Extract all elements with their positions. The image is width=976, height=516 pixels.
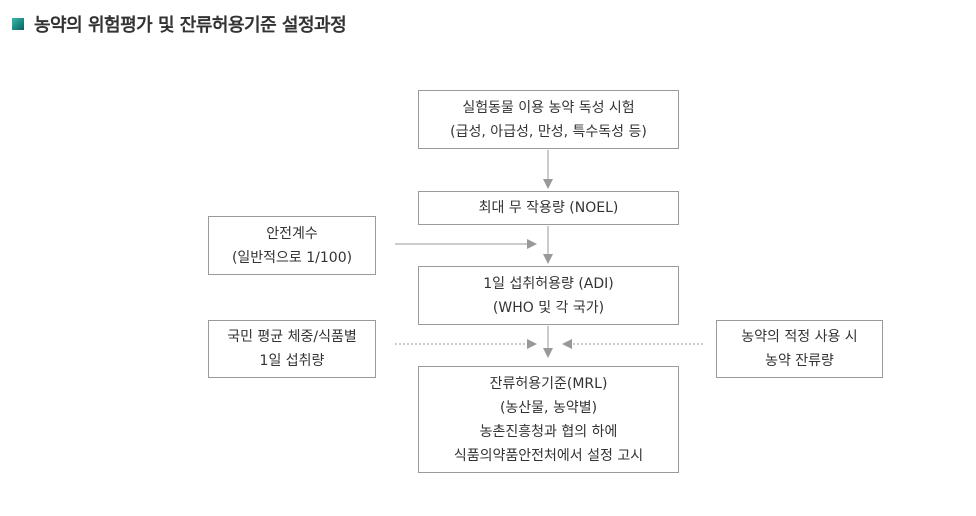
box-mrl: 잔류허용기준(MRL) (농산물, 농약별) 농촌진흥청과 협의 하에 식품의약… bbox=[418, 366, 679, 473]
box-noel: 최대 무 작용량 (NOEL) bbox=[418, 191, 679, 225]
box-line: 최대 무 작용량 (NOEL) bbox=[478, 200, 619, 216]
box-line: (급성, 아급성, 만성, 특수독성 등) bbox=[450, 123, 647, 140]
box-line: 식품의약품안전처에서 설정 고시 bbox=[453, 447, 644, 464]
box-pesticide-residue: 농약의 적정 사용 시 농약 잔류량 bbox=[716, 320, 883, 378]
box-line: 1일 섭취량 bbox=[259, 353, 325, 369]
box-line: (WHO 및 각 국가) bbox=[492, 299, 605, 316]
box-line: 잔류허용기준(MRL) bbox=[489, 375, 608, 392]
box-national-intake: 국민 평균 체중/식품별 1일 섭취량 bbox=[208, 320, 376, 378]
box-line: 농약의 적정 사용 시 bbox=[741, 329, 858, 345]
box-toxicity-test: 실험동물 이용 농약 독성 시험 (급성, 아급성, 만성, 특수독성 등) bbox=[418, 90, 679, 149]
box-line: (일반적으로 1/100) bbox=[231, 249, 353, 266]
box-line: 국민 평균 체중/식품별 bbox=[227, 329, 357, 345]
box-adi: 1일 섭취허용량 (ADI) (WHO 및 각 국가) bbox=[418, 266, 679, 325]
box-line: (농산물, 농약별) bbox=[499, 399, 598, 416]
page-title-text: 농약의 위험평가 및 잔류허용기준 설정과정 bbox=[34, 15, 347, 36]
box-line: 농촌진흥청과 협의 하에 bbox=[479, 423, 618, 440]
box-safety-factor: 안전계수 (일반적으로 1/100) bbox=[208, 216, 376, 275]
box-line: 농약 잔류량 bbox=[765, 353, 834, 369]
page-title: 농약의 위험평가 및 잔류허용기준 설정과정 bbox=[12, 8, 347, 40]
square-bullet-icon bbox=[12, 18, 24, 30]
box-line: 실험동물 이용 농약 독성 시험 bbox=[462, 99, 635, 116]
box-line: 안전계수 bbox=[266, 225, 318, 242]
box-line: 1일 섭취허용량 (ADI) bbox=[483, 275, 614, 292]
